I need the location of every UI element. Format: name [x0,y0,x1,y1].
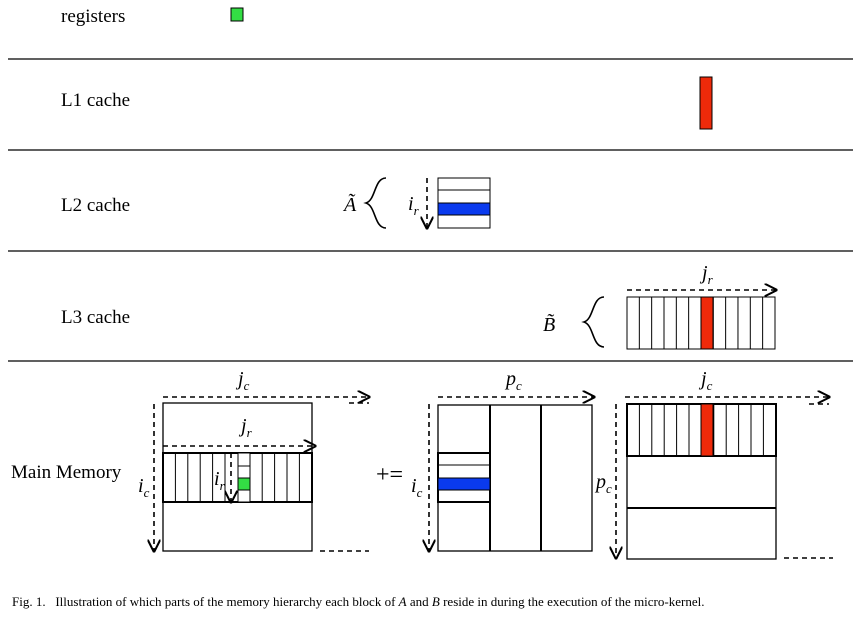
c-ic-label: ic [138,475,150,500]
a-tilde-symbol: Ã [342,192,357,216]
main-b-group: jc pc [594,368,833,560]
label-main-memory: Main Memory [11,462,122,483]
plus-equals-operator: += [376,462,403,488]
c-jr-label: jr [238,415,253,440]
b-red-sliver [700,403,714,457]
label-l2-cache: L2 cache [61,195,130,216]
caption-var-a: A [398,594,407,609]
caption-prefix: Fig. 1. [12,594,46,609]
l1-block [699,76,713,130]
figure-caption: Fig. 1. Illustration of which parts of t… [12,594,862,610]
main-a-group: pc ic [411,368,594,551]
c-ir-label: ir [214,468,226,493]
c-jc-label: jc [235,368,250,393]
label-registers: registers [61,6,125,27]
label-l3-cache: L3 cache [61,307,130,328]
b-pc-label: pc [594,471,612,496]
l2-brace-icon [363,177,387,229]
caption-part3: reside in during the execution of the mi… [443,594,705,609]
level-separators [8,58,853,362]
l3-jr-label: jr [699,262,714,287]
a-blue-row [437,477,491,491]
label-l1-cache: L1 cache [61,90,130,111]
l2-ir-label: ir [408,193,420,218]
main-c-group: jc ic jr ir [138,368,369,551]
caption-part2: and [409,594,429,609]
b-tilde-symbol: B̃ [543,313,555,336]
l3-red-sliver [700,296,714,350]
c-sliver-lines [174,453,300,502]
l3-b-tilde-group: B̃ jr [543,262,776,350]
a-ic-label: ic [411,475,423,500]
l2-a-tilde-group: Ã ir [342,177,491,229]
l2-blue-row [437,202,491,216]
caption-part1: Illustration of which parts of the memor… [55,594,396,609]
c-green-tile [237,477,251,491]
register-block [230,7,244,22]
l3-brace-icon [581,296,605,348]
caption-var-b: B [431,594,440,609]
a-pc-label: pc [504,368,522,393]
b-jc-label: jc [698,368,713,393]
